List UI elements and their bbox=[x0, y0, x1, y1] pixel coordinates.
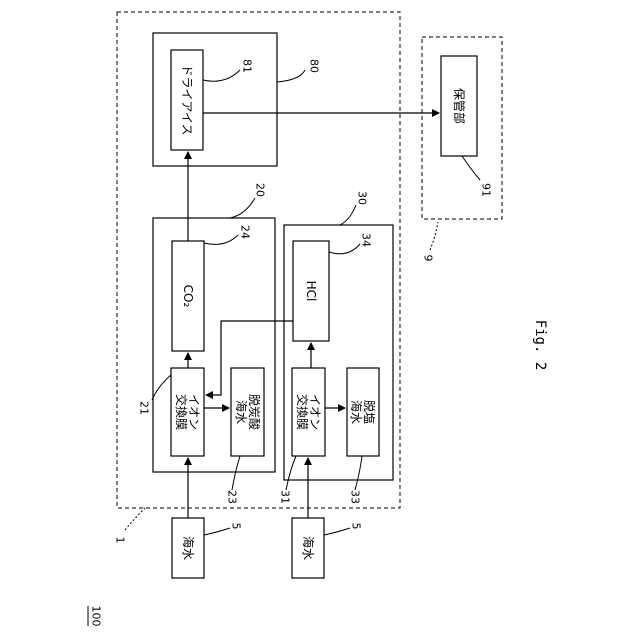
dry-ice-text: ドライアイス bbox=[180, 64, 194, 135]
leader-1 bbox=[125, 508, 145, 530]
desalted-line2: 海水 bbox=[349, 400, 364, 424]
decarbonated-line1: 脱炭酸 bbox=[247, 394, 262, 430]
co2-text: CO₂ bbox=[181, 285, 195, 308]
ref-81: 81 bbox=[241, 59, 254, 73]
leader-33 bbox=[355, 456, 362, 490]
ref-24: 24 bbox=[239, 225, 252, 239]
leader-31 bbox=[286, 456, 296, 490]
ref-33: 33 bbox=[349, 490, 362, 504]
ref-91: 91 bbox=[480, 183, 493, 197]
ref-30: 30 bbox=[356, 191, 369, 205]
seawater-2-text: 海水 bbox=[301, 536, 316, 560]
leader-34 bbox=[329, 244, 360, 254]
ref-80: 80 bbox=[308, 59, 321, 73]
ion-exchange-2-line2: 交換膜 bbox=[295, 394, 310, 430]
ref-21: 21 bbox=[138, 401, 151, 415]
leader-9 bbox=[430, 222, 438, 250]
leader-seawater-2 bbox=[324, 528, 350, 535]
ref-20: 20 bbox=[254, 183, 267, 197]
leader-80 bbox=[277, 70, 305, 82]
ref-100: 100 bbox=[90, 606, 103, 627]
leader-91 bbox=[462, 156, 480, 180]
ref-23: 23 bbox=[226, 490, 239, 504]
ion-exchange-2-line1: イオン bbox=[308, 394, 322, 430]
ref-seawater-1: 5 bbox=[230, 523, 243, 530]
leader-21 bbox=[152, 375, 171, 400]
ion-exchange-1-line2: 交換膜 bbox=[174, 394, 189, 430]
desalted-line1: 脱塩 bbox=[362, 400, 377, 424]
ion-exchange-1-line1: イオン bbox=[187, 394, 201, 430]
leader-23 bbox=[232, 456, 240, 490]
ref-9: 9 bbox=[422, 255, 435, 262]
figure-label: Fig. 2 bbox=[532, 320, 548, 371]
hcl-text: HCl bbox=[304, 281, 318, 302]
ref-1: 1 bbox=[114, 537, 127, 544]
ref-seawater-2: 5 bbox=[350, 523, 363, 530]
leader-81 bbox=[203, 70, 240, 81]
leader-seawater-1 bbox=[204, 528, 230, 535]
leader-24 bbox=[204, 235, 238, 244]
ref-34: 34 bbox=[360, 233, 373, 247]
seawater-1-text: 海水 bbox=[181, 536, 196, 560]
storage-section-text: 保管部 bbox=[452, 88, 467, 124]
ref-31: 31 bbox=[279, 490, 292, 504]
leader-30 bbox=[340, 205, 356, 225]
decarbonated-line2: 海水 bbox=[234, 400, 249, 424]
leader-20 bbox=[230, 198, 255, 218]
